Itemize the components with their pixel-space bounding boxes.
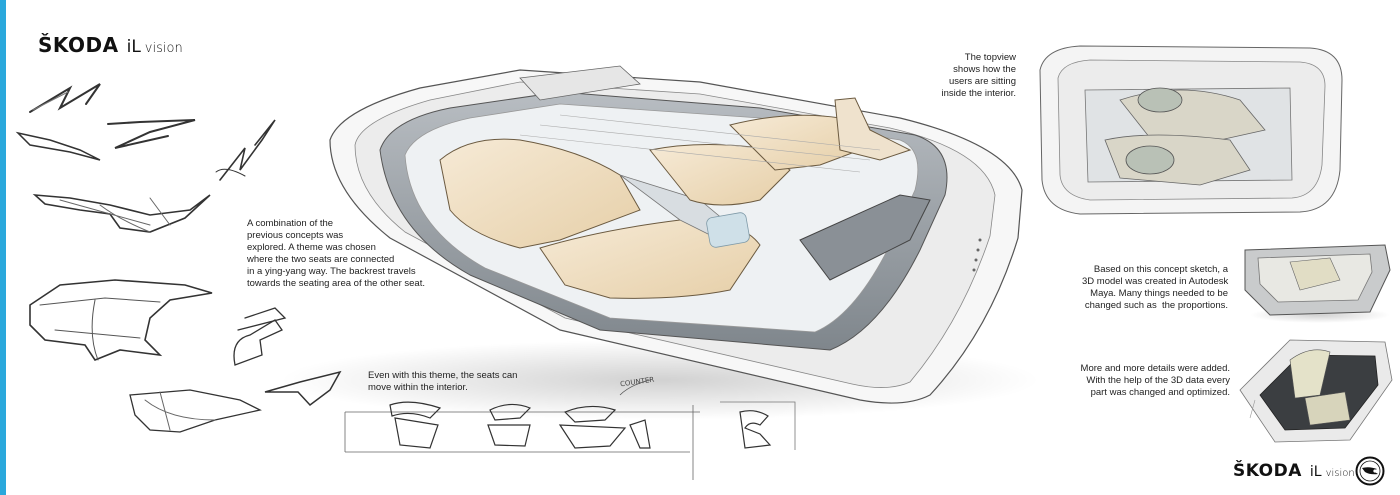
concept-note: A combination of the previous concepts w…	[247, 218, 425, 289]
brand-suffix: vision	[1325, 468, 1355, 479]
topview-note: The topview shows how the users are sitt…	[941, 52, 1016, 99]
accent-bar	[0, 0, 6, 495]
brand-mark: ŠKODA	[38, 33, 119, 57]
main-interior-sketch	[280, 65, 1040, 420]
details-note: More and more details were added. With t…	[1080, 363, 1230, 398]
render-3d-lower	[1239, 339, 1393, 443]
brand-footer: ŠKODA iL vision	[1233, 461, 1355, 481]
topview-render	[1039, 45, 1343, 215]
render-3d-upper	[1244, 244, 1391, 323]
brand-mark: ŠKODA	[1233, 461, 1302, 481]
skoda-winged-arrow-logo-icon	[1355, 456, 1385, 486]
storyboard-sketches	[344, 379, 796, 480]
theme-note: Even with this theme, the seats can move…	[368, 370, 518, 393]
brand-header: ŠKODA iL vision	[38, 33, 183, 57]
brand-model: iL	[1309, 464, 1322, 480]
model3d-note: Based on this concept sketch, a 3D model…	[1082, 264, 1229, 311]
brand-suffix: vision	[144, 41, 183, 56]
brand-model: iL	[126, 37, 141, 57]
